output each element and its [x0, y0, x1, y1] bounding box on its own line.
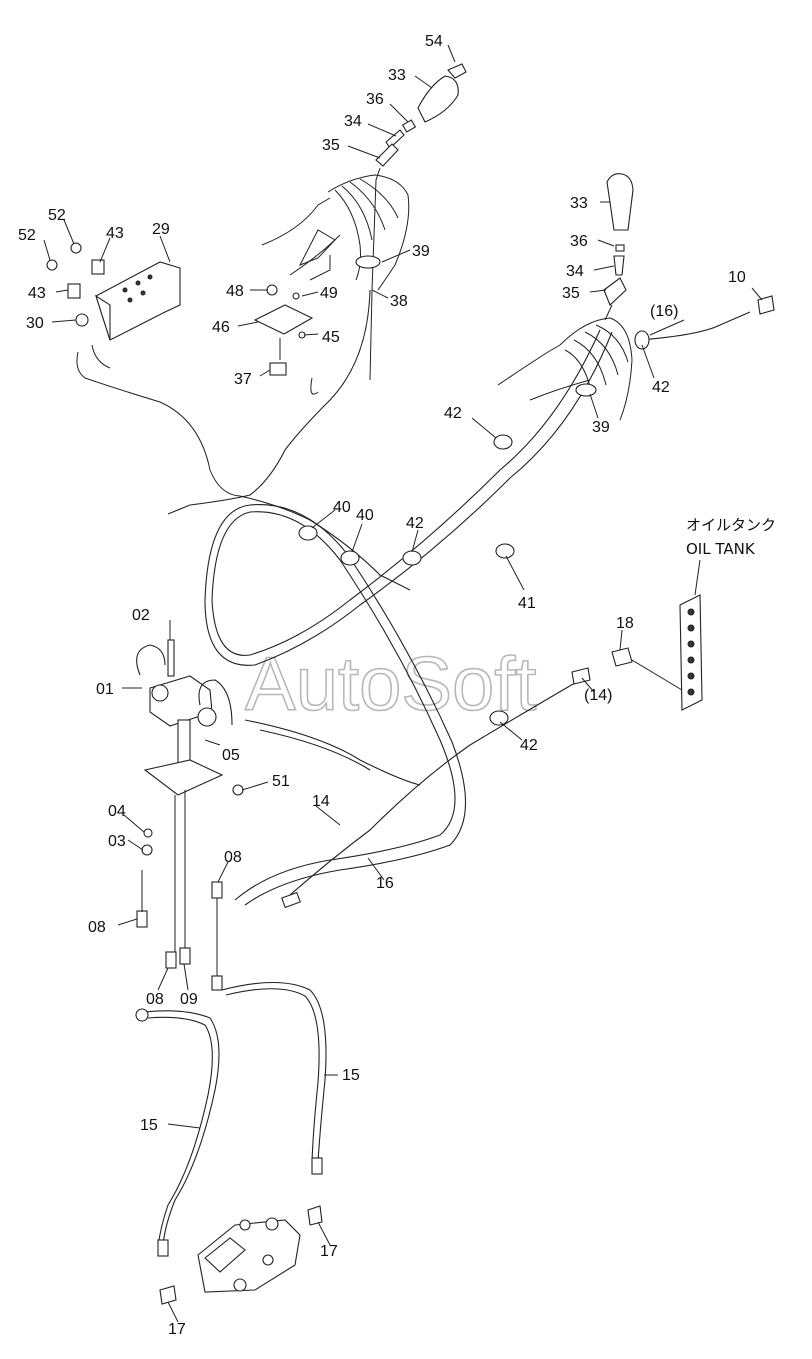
callout-37: 37 — [234, 371, 252, 388]
electric-harness — [167, 289, 411, 591]
callout-08-b: 08 — [88, 919, 106, 936]
callout-48: 48 — [226, 283, 244, 300]
callout-39-b: 39 — [592, 419, 610, 436]
callout-46: 46 — [212, 319, 230, 336]
part-callouts: 54 33 36 34 35 39 38 48 49 46 45 37 52 4… — [18, 33, 746, 1338]
fittings — [135, 295, 775, 1305]
callout-42: 42 — [652, 379, 670, 396]
callout-39: 39 — [412, 243, 430, 260]
watermark: AutoSoft — [245, 642, 537, 727]
callout-43-b: 43 — [28, 285, 46, 302]
callout-30: 30 — [26, 315, 44, 332]
callout-52: 52 — [48, 207, 66, 224]
callout-33-b: 33 — [570, 195, 588, 212]
pilot-hoses — [204, 311, 751, 906]
callout-17-b: 17 — [168, 1321, 186, 1338]
callout-15: 15 — [140, 1117, 158, 1134]
hose-clamps — [298, 255, 650, 726]
left-lever-grip — [369, 63, 467, 381]
oil-tank — [631, 559, 703, 711]
callout-35: 35 — [322, 137, 340, 154]
callout-04: 04 — [108, 803, 126, 820]
callout-02: 02 — [132, 607, 150, 624]
left-console-outline — [261, 174, 410, 291]
solenoid-valve — [136, 639, 233, 960]
callout-43: 43 — [106, 225, 124, 242]
callout-34-b: 34 — [566, 263, 584, 280]
callout-36-b: 36 — [570, 233, 588, 250]
oil-tank-label-jp: オイルタンク — [686, 516, 776, 534]
callout-14: 14 — [312, 793, 330, 810]
callout-45: 45 — [322, 329, 340, 346]
callout-14-paren: (14) — [584, 687, 612, 704]
callout-51: 51 — [272, 773, 290, 790]
callout-54: 54 — [425, 33, 443, 50]
callout-03: 03 — [108, 833, 126, 850]
callout-40-b: 40 — [356, 507, 374, 524]
callout-38: 38 — [390, 293, 408, 310]
callout-42-b: 42 — [444, 405, 462, 422]
callout-01: 01 — [96, 681, 114, 698]
callout-18: 18 — [616, 615, 634, 632]
callout-41: 41 — [518, 595, 536, 612]
pilot-valve-block — [197, 1217, 301, 1293]
leader-lines — [43, 44, 763, 1323]
callout-42-d: 42 — [520, 737, 538, 754]
callout-33: 33 — [388, 67, 406, 84]
callout-29: 29 — [152, 221, 170, 238]
callout-34: 34 — [344, 113, 362, 130]
callout-42-c: 42 — [406, 515, 424, 532]
callout-17: 17 — [320, 1243, 338, 1260]
callout-49: 49 — [320, 285, 338, 302]
callout-36: 36 — [366, 91, 384, 108]
callout-15-b: 15 — [342, 1067, 360, 1084]
switch-bracket — [46, 242, 241, 497]
callout-10: 10 — [728, 269, 746, 286]
lower-hoses — [144, 981, 327, 1249]
callout-09: 09 — [180, 991, 198, 1008]
oil-tank-label: オイルタンク OIL TANK — [686, 516, 776, 558]
callout-35-b: 35 — [562, 285, 580, 302]
callout-16-paren: (16) — [650, 303, 678, 320]
oil-tank-label-en: OIL TANK — [686, 540, 756, 558]
right-lever-grip — [603, 173, 634, 321]
callout-40: 40 — [333, 499, 351, 516]
callout-05: 05 — [222, 747, 240, 764]
callout-08-c: 08 — [146, 991, 164, 1008]
callout-52-b: 52 — [18, 227, 36, 244]
callout-08: 08 — [224, 849, 242, 866]
callout-16: 16 — [376, 875, 394, 892]
